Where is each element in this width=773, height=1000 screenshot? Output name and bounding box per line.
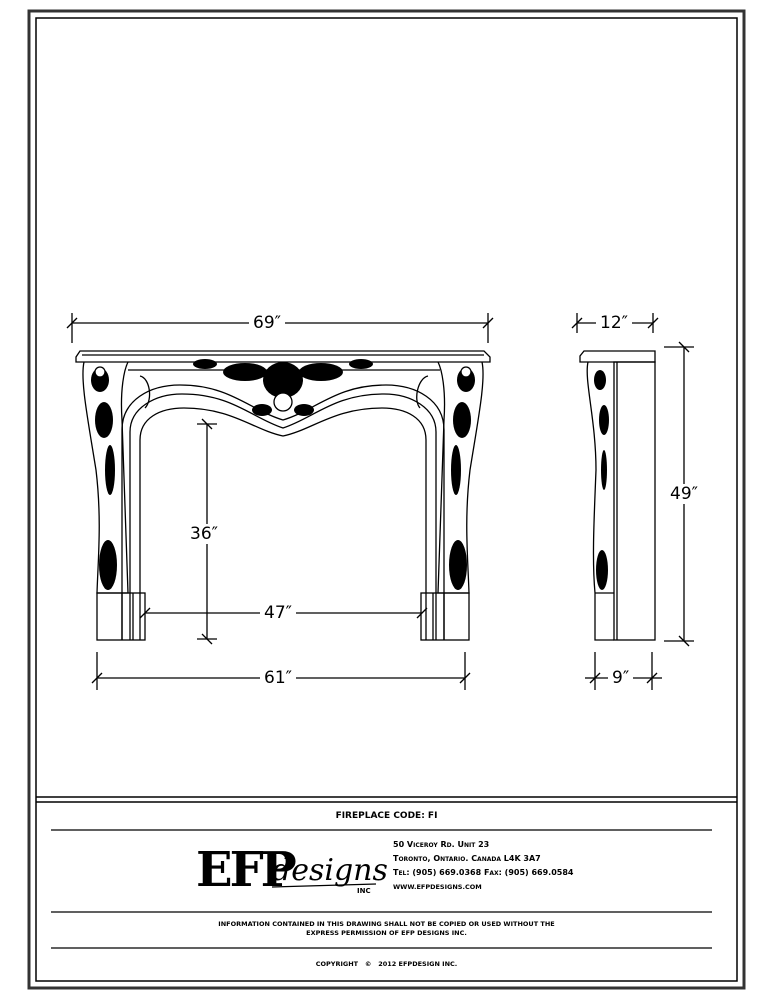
phone-fax: Tel: (905) 669.0368 Fax: (905) 669.0584 [393, 868, 574, 877]
efp-designs-logo: EFP designs INC [196, 842, 388, 898]
inner-frame [35, 17, 738, 982]
dim-shelf-depth: 12″ [596, 313, 632, 333]
copyright: COPYRIGHT © 2012 EFPDESIGN INC. [315, 960, 458, 968]
dim-overall-width: 69″ [249, 313, 285, 333]
notice-line1: INFORMATION CONTAINED IN THIS DRAWING SH… [218, 920, 555, 928]
outer-frame [27, 9, 746, 990]
address-line1: 50 Viceroy Rd. Unit 23 [393, 840, 490, 849]
dim-opening-height: 36″ [186, 524, 222, 544]
address-line2: Toronto, Ontario. Canada L4K 3A7 [393, 854, 541, 863]
dim-base-width: 61″ [260, 668, 296, 688]
svg-text:INC: INC [357, 887, 371, 895]
fireplace-code: FIREPLACE CODE: FI [335, 811, 438, 821]
svg-text:designs: designs [272, 853, 388, 888]
fireplace-front-view [75, 350, 491, 641]
dim-base-depth: 9″ [608, 668, 634, 688]
svg-text:EFP: EFP [196, 842, 296, 898]
website: www.efpdesigns.com [393, 883, 482, 891]
dim-overall-height: 49″ [666, 484, 702, 504]
carved-ornament [91, 359, 475, 590]
fireplace-side-view [579, 350, 656, 641]
dim-opening-width: 47″ [260, 603, 296, 623]
notice-line2: EXPRESS PERMISSION OF EFP DESIGNS INC. [306, 929, 467, 937]
